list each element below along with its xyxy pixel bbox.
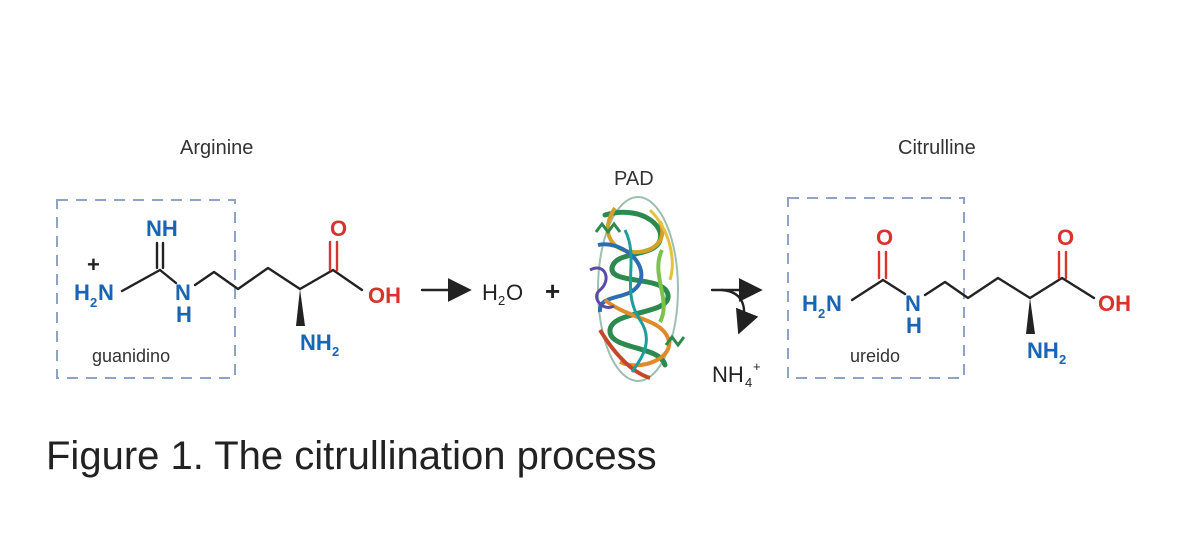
arginine-imine-nh: NH (146, 216, 178, 241)
plus-sign: + (545, 276, 560, 306)
water-subscript: 2 (498, 293, 505, 308)
figure-caption: Figure 1. The citrullination process (46, 434, 657, 478)
ammonium-nh: NH (712, 362, 744, 387)
arginine-bond-chain-n (158, 268, 178, 285)
arginine-terminal-amine-subscript: 2 (90, 295, 97, 310)
arginine-wedge-bond (296, 289, 305, 326)
arginine-alpha-amine: NH (300, 330, 332, 355)
citrulline-alpha-amine-subscript: 2 (1059, 352, 1066, 367)
citrulline-carbon-chain (923, 276, 1096, 300)
citrulline-chain-nitrogen: N (905, 291, 921, 316)
arginine-terminal-amine-h: H (74, 280, 90, 305)
guanidino-label: guanidino (92, 346, 170, 366)
arginine-alpha-amine-subscript: 2 (332, 344, 339, 359)
citrulline-hydroxyl: OH (1098, 291, 1131, 316)
enzyme-label: PAD (614, 168, 654, 190)
citrulline-ureido-oxygen: O (876, 225, 893, 250)
arginine-title: Arginine (180, 137, 253, 159)
citrulline-wedge-bond (1026, 298, 1035, 334)
citrulline-bond-amine (850, 278, 885, 302)
arginine-structure: Arginine guanidino NH + H 2 N N H O OH N… (56, 137, 401, 379)
citrulline-alpha-amine: NH (1027, 338, 1059, 363)
reaction-middle: H 2 O + PAD NH 4 + (420, 168, 763, 390)
arginine-chain-nitrogen: N (175, 280, 191, 305)
ureido-label: ureido (850, 346, 900, 366)
citrulline-bond-chain-n (881, 278, 907, 296)
ammonium-subscript: 4 (745, 375, 752, 390)
arginine-bond-amine (120, 268, 162, 293)
water-o: O (506, 280, 523, 305)
ureido-group-box (787, 197, 965, 379)
arginine-chain-nitrogen-h: H (176, 302, 192, 327)
citrulline-title: Citrulline (898, 137, 976, 159)
guanidino-group-box (56, 199, 236, 379)
citrulline-terminal-amine-n: N (826, 291, 842, 316)
citrulline-structure: Citrulline ureido O H 2 N N H O OH NH 2 (787, 137, 1131, 379)
ammonium-charge: + (753, 359, 761, 374)
arginine-hydroxyl: OH (368, 283, 401, 308)
reaction-diagram: Arginine guanidino NH + H 2 N N H O OH N… (56, 137, 1131, 390)
citrulline-carbonyl-oxygen: O (1057, 225, 1074, 250)
arginine-carbonyl-oxygen: O (330, 216, 347, 241)
arginine-terminal-amine-n: N (98, 280, 114, 305)
citrulline-chain-nitrogen-h: H (906, 313, 922, 338)
arginine-carbon-chain (193, 266, 364, 292)
arginine-positive-charge: + (87, 252, 100, 277)
pad-enzyme-protein-structure-icon (589, 196, 686, 382)
citrulline-terminal-amine-h: H (802, 291, 818, 316)
citrulline-terminal-amine-subscript: 2 (818, 306, 825, 321)
water-h: H (482, 280, 498, 305)
ammonium-release-arrow (720, 288, 759, 335)
